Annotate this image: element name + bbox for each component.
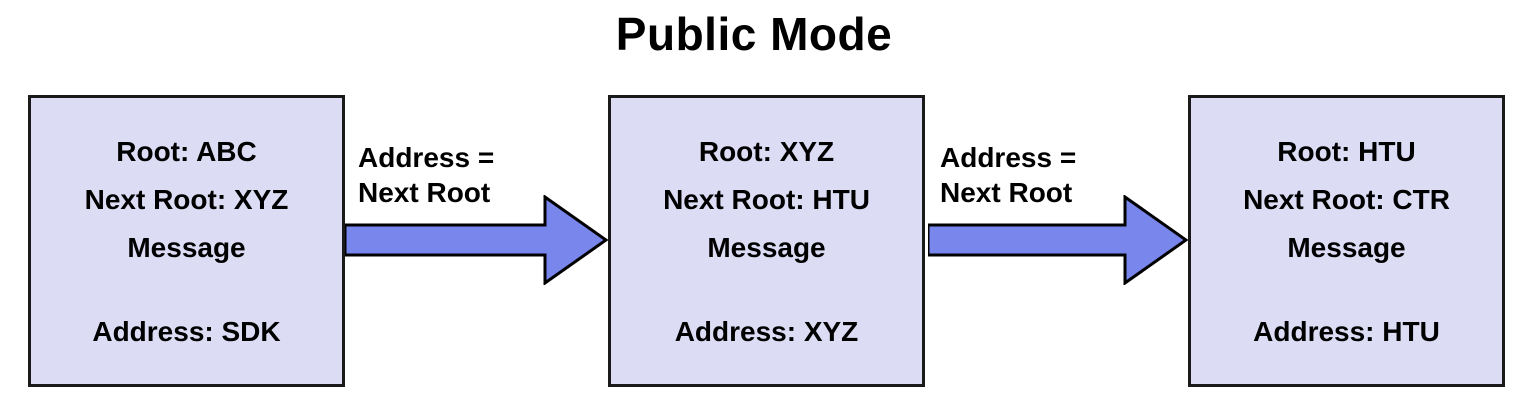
node-address-label: Address: XYZ [674,316,859,347]
arrow-shape [345,195,608,285]
node-address-label: Address: SDK [92,316,281,347]
arrow-shape [928,195,1188,285]
node-message-label: Message [1287,232,1406,263]
node-box-1: Root: ABC Next Root: XYZ Message Address… [28,95,345,387]
node-address-label: Address: HTU [1253,316,1440,347]
node-root-label: Root: XYZ [698,136,835,167]
arrow-label: Address = Next Root [358,142,495,208]
node-next-root-label: Next Root: CTR [1243,184,1450,215]
diagram-title: Public Mode [615,8,893,60]
node-message-label: Message [707,232,826,263]
node-box-3: Root: HTU Next Root: CTR Message Address… [1188,95,1505,387]
node-root-label: Root: HTU [1277,136,1416,167]
flow-arrow-right-icon [928,195,1188,285]
node-next-root-label: Next Root: HTU [663,184,870,215]
arrow-label: Address = Next Root [940,142,1077,208]
node-root-label: Root: ABC [116,136,257,167]
node-message-label: Message [127,232,246,263]
node-next-root-label: Next Root: XYZ [84,184,289,215]
node-box-2: Root: XYZ Next Root: HTU Message Address… [608,95,925,387]
flow-arrow-right-icon [345,195,608,285]
